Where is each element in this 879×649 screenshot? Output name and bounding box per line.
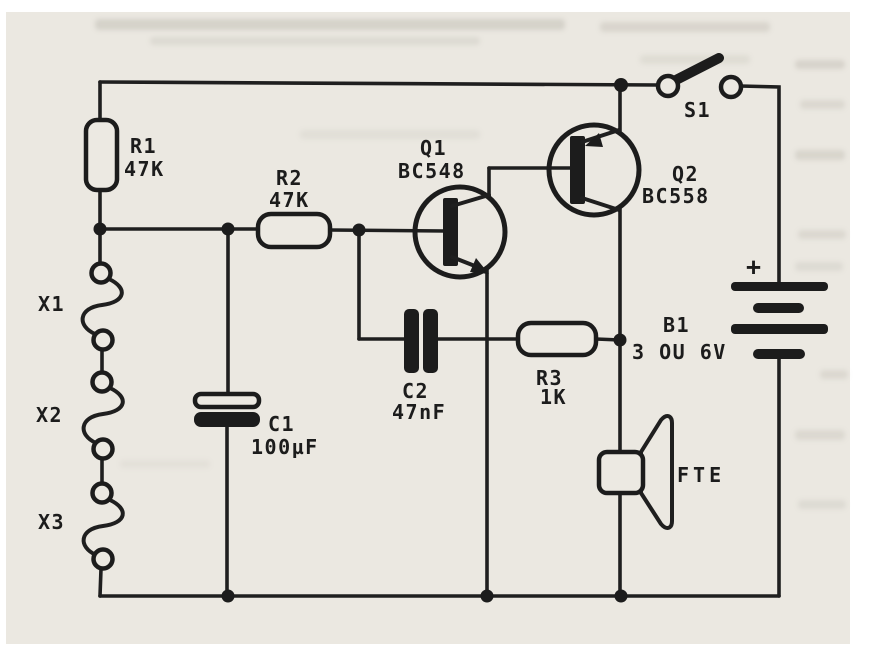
sensor-x1 <box>80 261 124 352</box>
label-b1-value: 3 OU 6V <box>632 340 727 364</box>
labels: R1 47K R2 47K Q1 BC548 Q2 BC558 S1 B1 3 … <box>36 98 761 534</box>
label-x1-ref: X1 <box>38 292 65 316</box>
label-fte-ref: FTE <box>677 463 725 487</box>
speaker-fte <box>596 414 674 530</box>
label-c2-ref: C2 <box>402 379 429 403</box>
label-r3-value: 1K <box>540 385 567 409</box>
switch-lever <box>671 53 724 85</box>
battery-b1 <box>731 282 828 359</box>
label-r2-ref: R2 <box>276 166 303 190</box>
transistor-q1 <box>412 184 508 280</box>
q2-emitter-arrow <box>585 133 603 147</box>
sensor-x2 <box>81 370 125 461</box>
wires <box>98 80 781 598</box>
label-q1-ref: Q1 <box>420 136 447 160</box>
label-b1-ref: B1 <box>663 313 690 337</box>
resistor-r1 <box>83 117 120 193</box>
speaker-coil-box <box>596 449 646 496</box>
label-c1-value: 100µF <box>251 435 319 459</box>
capacitor-c2 <box>404 309 438 373</box>
label-x3-ref: X3 <box>38 510 65 534</box>
bleed-through-smudges <box>95 19 848 509</box>
label-x2-ref: X2 <box>36 403 63 427</box>
label-q1-value: BC548 <box>398 159 466 183</box>
label-b1-plus: + <box>746 252 761 281</box>
label-q2-value: BC558 <box>642 184 710 208</box>
junction-dots <box>93 78 628 603</box>
label-c1-ref: C1 <box>268 412 295 436</box>
label-q2-ref: Q2 <box>672 162 699 186</box>
label-c2-value: 47nF <box>392 400 446 424</box>
capacitor-c1 <box>192 391 262 427</box>
resistor-r3 <box>515 320 599 358</box>
q1-emitter-arrow <box>470 258 489 274</box>
label-r1-ref: R1 <box>130 134 157 158</box>
transistor-q2 <box>546 122 642 218</box>
label-r1-value: 47K <box>124 157 165 181</box>
speaker-cone <box>639 414 674 530</box>
switch-s1 <box>655 53 744 100</box>
sensor-x3 <box>81 481 125 571</box>
resistor-r2 <box>255 211 333 250</box>
label-r2-value: 47K <box>269 188 310 212</box>
label-r3-ref: R3 <box>536 366 563 390</box>
label-s1-ref: S1 <box>684 98 711 122</box>
